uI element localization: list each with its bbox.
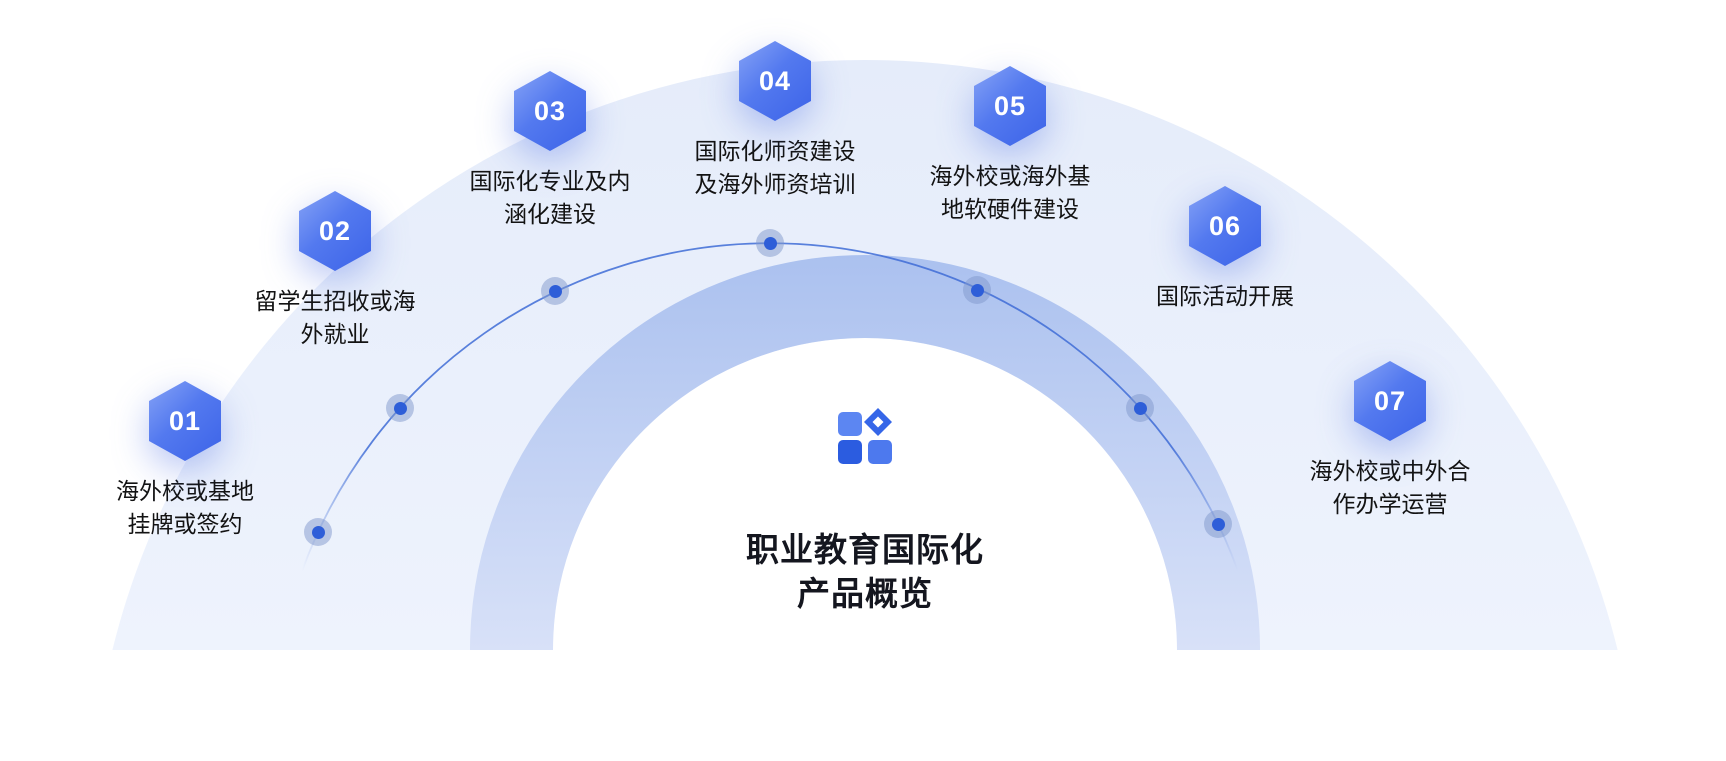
- step-number: 03: [533, 95, 567, 126]
- step-label: 海外校或海外基 地软硬件建设: [929, 163, 1091, 222]
- hexagon-badge: 06: [1189, 186, 1261, 266]
- step-number: 02: [318, 215, 352, 246]
- step-number: 04: [758, 65, 792, 96]
- step-badge-02: 02: [299, 191, 371, 271]
- step-badge-06: 06: [1189, 186, 1261, 266]
- arc-dot-07: [1204, 510, 1232, 538]
- step-badge-01: 01: [149, 381, 221, 461]
- diagram-title-line2: 产品概览: [797, 574, 933, 612]
- step-label: 国际化专业及内 涵化建设: [469, 168, 631, 227]
- hexagon-badge: 07: [1354, 361, 1426, 441]
- hexagon-badge: 04: [739, 41, 811, 121]
- arc-band: [470, 255, 1260, 650]
- step-item-03: 03 国际化专业及内 涵化建设: [360, 71, 740, 230]
- step-item-05: 05 海外校或海外基 地软硬件建设: [820, 66, 1200, 225]
- diagram-title: 职业教育国际化 产品概览: [746, 528, 984, 615]
- grid-diamond-icon: [836, 408, 894, 471]
- arc-dot-02: [386, 394, 414, 422]
- step-item-02: 02 留学生招收或海 外就业: [145, 191, 525, 350]
- diagram-title-line1: 职业教育国际化: [746, 531, 984, 568]
- step-badge-05: 05: [974, 66, 1046, 146]
- step-item-07: 07 海外校或中外合 作办学运营: [1200, 361, 1580, 520]
- step-item-06: 06 国际活动开展: [1035, 186, 1415, 313]
- arc-dot-06: [1126, 394, 1154, 422]
- step-badge-03: 03: [514, 71, 586, 151]
- step-label: 国际化师资建设 及海外师资培训: [694, 138, 856, 197]
- step-number: 01: [168, 405, 202, 436]
- step-item-01: 01 海外校或基地 挂牌或签约: [0, 381, 375, 540]
- step-label: 海外校或中外合 作办学运营: [1309, 458, 1471, 517]
- step-label: 海外校或基地 挂牌或签约: [116, 478, 254, 537]
- step-item-04: 04 国际化师资建设 及海外师资培训: [585, 41, 965, 200]
- hexagon-badge: 05: [974, 66, 1046, 146]
- inner-disc: [553, 338, 1177, 650]
- arc-dot-04: [756, 229, 784, 257]
- step-badge-07: 07: [1354, 361, 1426, 441]
- arc-dot-01: [304, 518, 332, 546]
- step-number: 05: [993, 90, 1027, 121]
- arc-dot-03: [541, 277, 569, 305]
- step-number: 06: [1208, 210, 1242, 241]
- hexagon-badge: 01: [149, 381, 221, 461]
- hexagon-badge: 03: [514, 71, 586, 151]
- step-badge-04: 04: [739, 41, 811, 121]
- step-label: 留学生招收或海 外就业: [254, 288, 416, 347]
- step-number: 07: [1373, 385, 1407, 416]
- arc-dot-05: [963, 276, 991, 304]
- step-label: 国际活动开展: [1156, 283, 1294, 309]
